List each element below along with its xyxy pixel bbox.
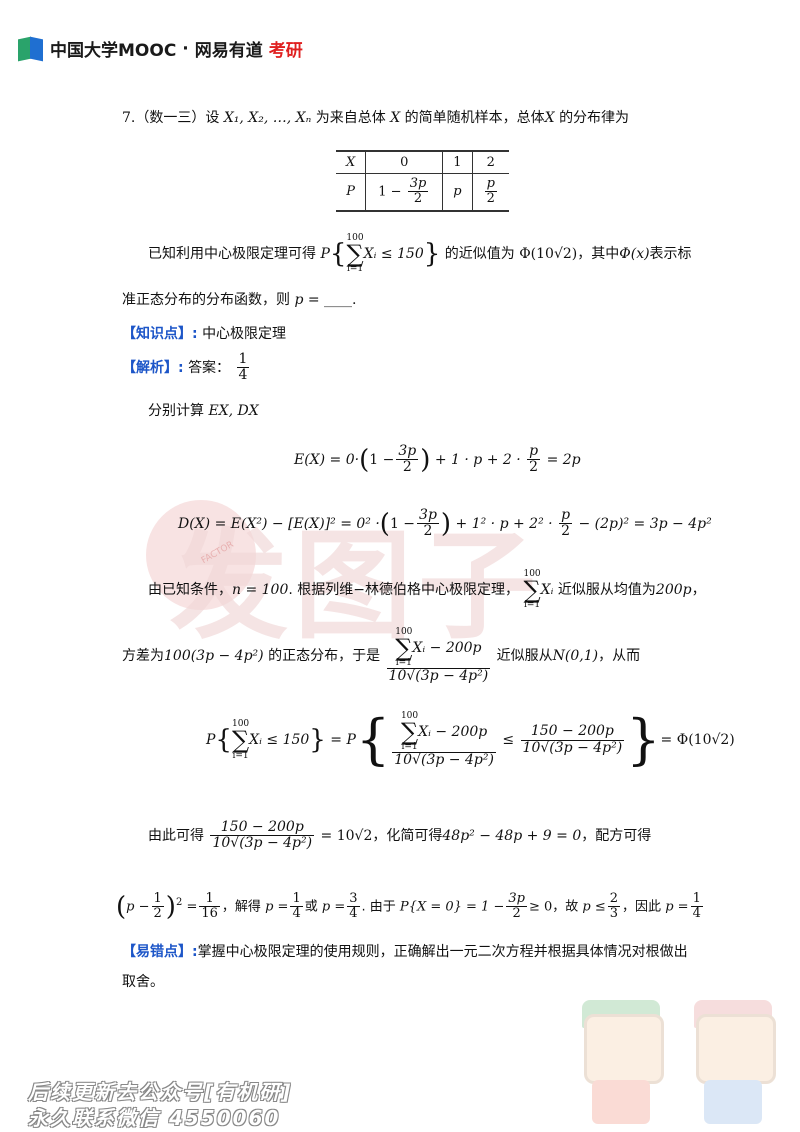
sample-vars: X₁, X₂, …, Xₙ [223,110,312,126]
pitfall-label: 【易错点】: [122,944,198,960]
pitfall-line: 【易错点】:掌握中心极限定理的使用规则，正确解出一元二次方程并根据具体情况对根做… [122,944,688,960]
footer-line-2: 永久联系微信 4550060 [28,1106,281,1130]
watermark-text: 发图子 [170,517,543,655]
table-header-cell: 2 [471,152,509,174]
pitfall-line-2: 取舍。 [122,974,164,990]
mooc-logo-icon [18,36,44,61]
cartoon-character-left [578,1000,664,1128]
knowledge-label: 【知识点】: [122,326,198,342]
knowledge-point: 【知识点】: 中心极限定理 [122,326,287,342]
table-header-cell: 0 [365,152,443,174]
table-row-label: P [346,184,355,200]
logo-dot: · [182,38,189,59]
step-1: 分别计算 EX, DX [148,403,259,419]
logo-text-youdao: 网易有道 [194,41,263,61]
cartoon-character-right [690,1000,776,1128]
watermark-circle [146,500,256,610]
table-header-cell: X [336,152,366,174]
problem-stem: 7.（数一三）设 X₁, X₂, …, Xₙ 为来自总体 X 的简单随机样本，总… [122,110,630,126]
table-cell: p [442,173,473,210]
logo-text-mooc: 中国大学MOOC [50,41,177,61]
brand-logo: 中国大学MOOC · 网易有道考研 [18,36,303,61]
table-header-cell: 1 [442,152,473,174]
logo-text-kaoyan: 考研 [268,41,303,61]
footer-line-1: 后续更新去公众号[有机研] [28,1080,293,1104]
analysis-label: 【解析】: [122,359,184,376]
condition-line-2: 准正态分布的分布函数，则 p = ____. [122,292,357,308]
